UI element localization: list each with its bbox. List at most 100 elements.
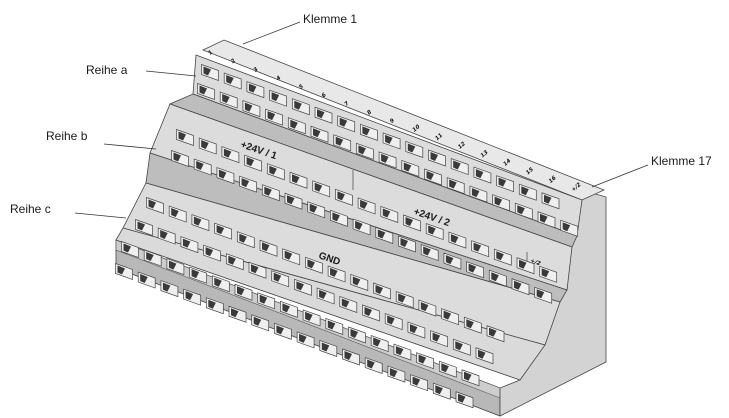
leader-reihe-a	[145, 70, 197, 77]
bus-label-end: +/2	[529, 258, 541, 267]
socket-row-d-lower-11	[342, 348, 360, 366]
socket-row-a-lower-7	[333, 134, 352, 152]
socket-row-a-lower-3	[242, 100, 261, 118]
socket-row-c-lower-16	[475, 347, 494, 365]
socket-row-c-upper-1	[146, 197, 164, 214]
socket-row-c-upper-8	[305, 256, 323, 274]
terminal-number-13: 13	[480, 150, 490, 160]
socket-row-a-upper-13	[473, 166, 492, 184]
socket-row-b-upper-11	[403, 214, 421, 232]
terminal-number-4: 4	[276, 75, 283, 82]
socket-row-c-lower-10	[339, 295, 358, 313]
socket-row-c-upper-11	[373, 282, 391, 300]
socket-row-c-lower-14	[430, 330, 448, 348]
socket-row-a-lower-13	[469, 185, 488, 203]
socket-row-d-upper-9	[302, 309, 321, 327]
socket-row-c-upper-5	[236, 231, 255, 249]
socket-row-a-lower-16	[537, 211, 556, 229]
socket-row-c-upper-13	[418, 299, 437, 317]
socket-row-b-upper-1	[176, 129, 194, 146]
socket-row-c-lower-8	[294, 278, 312, 296]
socket-row-d-upper-1	[121, 241, 139, 258]
socket-row-b-upper-6	[289, 171, 308, 189]
socket-row-b-lower-15	[488, 269, 507, 287]
socket-row-b-upper-9	[357, 197, 376, 215]
leader-reihe-c	[74, 212, 127, 219]
socket-row-d-lower-5	[205, 297, 224, 315]
socket-row-d-upper-3	[166, 258, 185, 276]
socket-row-b-upper-8	[335, 188, 353, 206]
socket-row-b-lower-1	[171, 150, 189, 167]
socket-row-c-upper-9	[327, 265, 346, 283]
socket-row-b-lower-10	[375, 226, 394, 244]
socket-row-d-upper-2	[143, 249, 162, 267]
socket-row-c-upper-14	[441, 308, 459, 326]
socket-row-b-lower-9	[352, 218, 371, 236]
socket-row-d-lower-6	[228, 305, 247, 323]
socket-row-c-lower-12	[384, 313, 403, 331]
socket-row-d-lower-9	[296, 331, 315, 349]
socket-row-d-upper-6	[234, 283, 253, 301]
marker-strip	[201, 39, 606, 201]
socket-row-d-lower-10	[319, 339, 338, 357]
terminal-number-16: 16	[548, 175, 558, 185]
socket-row-d-lower-7	[251, 314, 270, 332]
socket-row-b-upper-4	[244, 154, 262, 172]
socket-row-a-upper-7	[337, 115, 356, 133]
terminal-number-3: 3	[253, 66, 260, 73]
socket-row-b-upper-17	[539, 265, 558, 283]
socket-row-d-upper-5	[211, 275, 230, 293]
socket-row-a-lower-14	[492, 194, 510, 212]
socket-row-a-upper-16	[541, 192, 560, 210]
terminal-number-8: 8	[366, 109, 373, 116]
socket-row-c-upper-4	[214, 222, 232, 240]
socket-row-a-upper-11	[428, 149, 446, 167]
socket-row-a-upper-15	[518, 183, 537, 201]
socket-row-a-upper-9	[382, 132, 401, 150]
socket-row-b-upper-12	[425, 223, 444, 241]
socket-row-a-upper-2	[223, 72, 242, 90]
callout-reihe-a: Reihe a	[86, 63, 128, 77]
socket-row-c-upper-15	[463, 316, 482, 334]
socket-row-a-upper-12	[450, 158, 469, 176]
socket-row-b-lower-3	[216, 167, 235, 185]
terminal-number-9: 9	[389, 118, 396, 125]
socket-row-b-lower-13	[443, 252, 462, 270]
callout-klemme-1: Klemme 1	[303, 12, 357, 26]
socket-row-b-upper-15	[493, 248, 512, 266]
socket-row-a-lower-6	[310, 125, 329, 143]
socket-row-b-lower-12	[420, 244, 439, 262]
socket-row-d-upper-15	[438, 360, 457, 378]
socket-row-c-upper-10	[350, 273, 369, 291]
socket-row-b-lower-6	[284, 192, 303, 210]
socket-row-c-lower-1	[135, 219, 153, 236]
socket-row-d-upper-4	[189, 266, 207, 284]
socket-row-a-lower-5	[287, 117, 306, 135]
socket-row-b-upper-2	[198, 137, 217, 155]
socket-row-d-lower-15	[432, 382, 451, 400]
socket-row-b-upper-16	[516, 257, 535, 275]
socket-row-a-lower-4	[265, 108, 283, 126]
socket-row-c-upper-12	[395, 291, 414, 309]
socket-row-a-upper-10	[405, 140, 424, 158]
socket-row-c-lower-9	[316, 287, 335, 305]
socket-row-b-lower-11	[398, 235, 416, 253]
callout-reihe-b: Reihe b	[46, 129, 88, 143]
socket-row-d-upper-16	[461, 369, 480, 387]
terminal-number-1: 1	[207, 49, 214, 56]
socket-row-a-lower-2	[219, 91, 238, 109]
terminal-number-15: 15	[525, 167, 535, 177]
socket-row-d-upper-11	[348, 326, 366, 344]
socket-row-b-lower-14	[466, 261, 484, 279]
socket-row-d-lower-13	[387, 365, 406, 383]
socket-row-b-lower-16	[511, 278, 530, 296]
terminal-number-14: 14	[503, 158, 513, 168]
terminal-number-5: 5	[298, 84, 305, 91]
callout-klemme-17: Klemme 17	[651, 154, 712, 168]
socket-row-a-lower-11	[424, 168, 442, 186]
socket-row-c-lower-5	[225, 253, 244, 271]
socket-row-d-upper-13	[393, 343, 412, 361]
socket-row-c-upper-3	[191, 214, 210, 232]
